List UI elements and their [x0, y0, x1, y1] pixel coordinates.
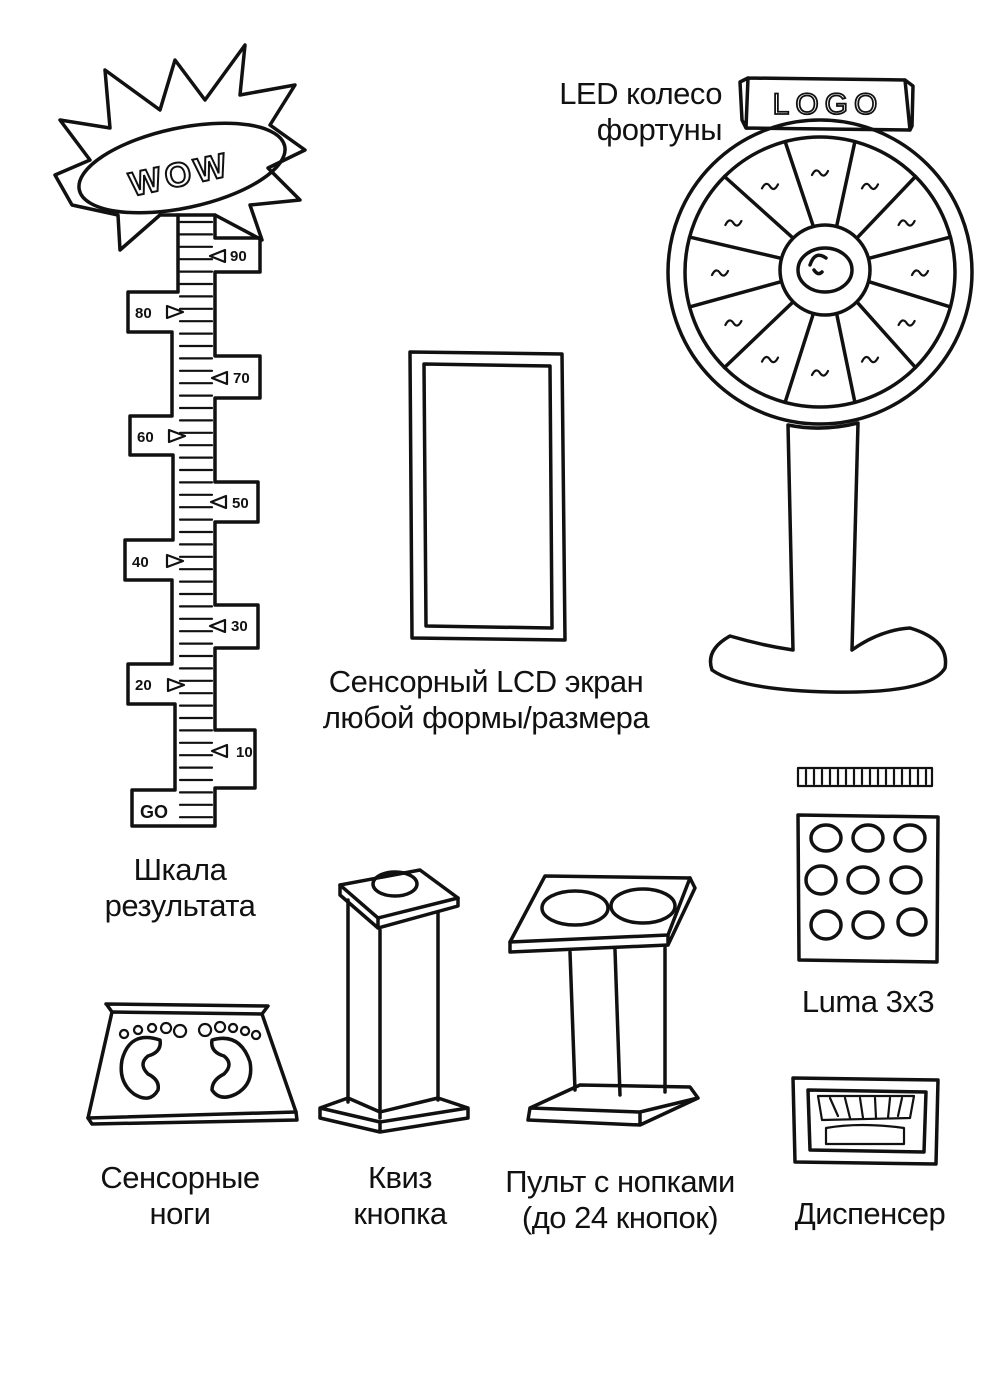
svg-text:10: 10 — [236, 744, 253, 761]
lcd-screen-drawing — [408, 350, 567, 642]
scale-go-label: GO — [140, 802, 168, 822]
button-console-drawing — [508, 874, 700, 1127]
svg-text:90: 90 — [230, 248, 247, 265]
luma-drawing — [796, 766, 940, 964]
svg-text:70: 70 — [233, 370, 250, 387]
scale-left-labels: 80 60 40 20 — [132, 305, 154, 694]
led-wheel-drawing: LOGO — [666, 76, 974, 694]
feet-caption: Сенсорные ноги — [100, 1160, 260, 1231]
quiz-button-drawing — [318, 868, 470, 1134]
scale-right-labels: 90 70 50 30 10 — [230, 248, 253, 761]
quiz-caption: Квиз кнопка — [353, 1160, 447, 1231]
toes-icon — [118, 1020, 262, 1041]
lcd-caption: Сенсорный LCD экран любой формы/размера — [322, 664, 650, 735]
svg-text:60: 60 — [137, 429, 154, 446]
scale-caption: Шкала результата — [104, 852, 256, 923]
wheel-stand — [708, 421, 948, 694]
feet-pad-drawing — [86, 1002, 299, 1126]
wow-starburst-icon — [53, 43, 307, 252]
score-scale-drawing: WOW 90 70 50 30 10 80 60 40 20 GO — [53, 43, 307, 828]
scale-column — [123, 213, 262, 828]
svg-text:80: 80 — [135, 305, 152, 322]
wheel-spokes — [687, 139, 953, 405]
scale-pointer-icons — [165, 248, 229, 759]
svg-text:50: 50 — [232, 495, 249, 512]
left-foot-icon — [119, 1035, 162, 1100]
svg-text:40: 40 — [132, 554, 149, 571]
luma-ruler — [796, 766, 934, 788]
luma-buttons — [804, 823, 928, 941]
right-foot-icon — [210, 1036, 253, 1099]
console-caption: Пульт с нопками (до 24 кнопок) — [505, 1164, 735, 1235]
svg-text:30: 30 — [231, 618, 248, 635]
wheel-caption: LED колесо фортуны — [559, 76, 722, 147]
dispenser-drawing — [791, 1076, 940, 1166]
logo-banner — [738, 76, 915, 132]
luma-caption: Luma 3x3 — [801, 984, 935, 1019]
wow-label: WOW — [126, 146, 234, 205]
dispenser-caption: Диспенсер — [794, 1196, 946, 1231]
svg-text:20: 20 — [135, 677, 152, 694]
logo-label: LOGO — [773, 88, 884, 121]
scale-ticks — [178, 220, 214, 819]
